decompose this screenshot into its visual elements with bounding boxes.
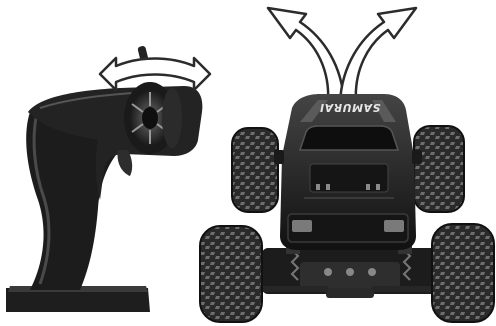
front-right-tire <box>432 224 494 322</box>
steering-wheel <box>124 82 182 154</box>
hood-brand-text: SAMURAI <box>320 101 381 114</box>
right-headlight <box>384 220 404 232</box>
rc-monster-truck: SAMURAI <box>200 94 494 322</box>
rear-left-tire <box>232 128 278 212</box>
forward-left-curved-arrow-icon <box>268 8 344 102</box>
forward-right-curved-arrow-icon <box>340 8 416 102</box>
chassis-suspension <box>258 244 444 298</box>
transmitter-controller <box>6 45 210 312</box>
left-headlight <box>292 220 312 232</box>
front-left-tire <box>200 226 262 322</box>
truck-windshield <box>300 126 398 150</box>
rear-right-tire <box>414 126 464 212</box>
